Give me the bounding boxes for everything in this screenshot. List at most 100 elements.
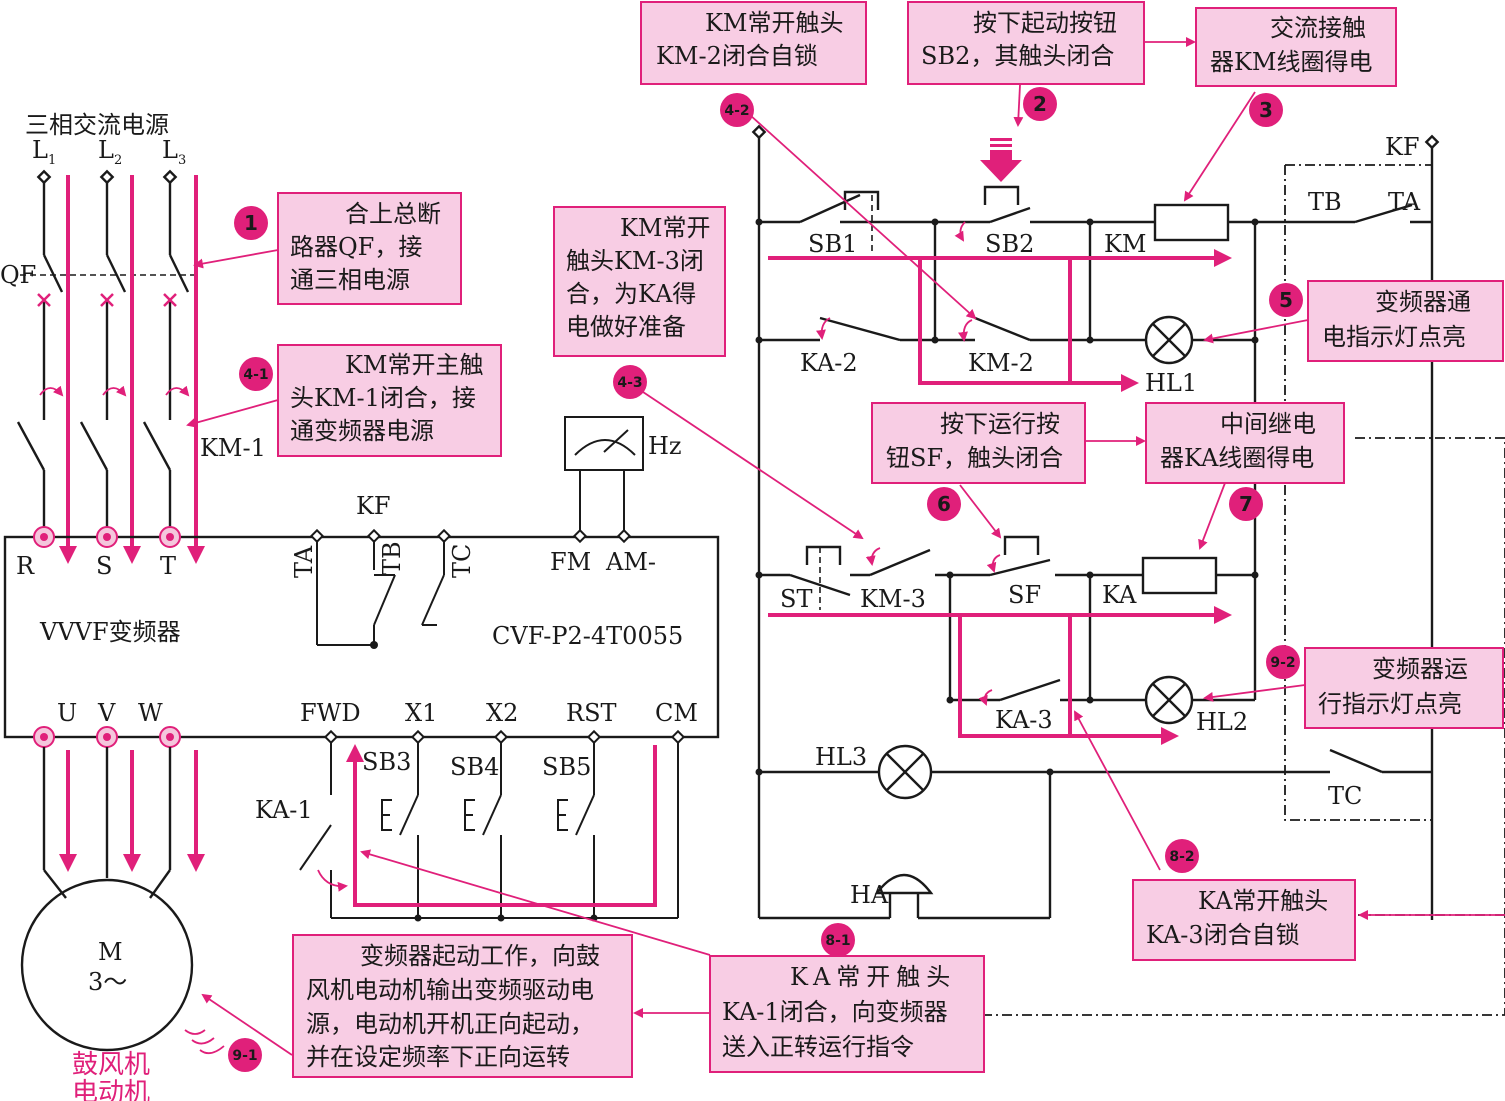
- svg-text:KM常开触头: KM常开触头: [705, 9, 844, 37]
- sb2-label: SB2: [985, 230, 1034, 258]
- svg-text:4-3: 4-3: [617, 375, 642, 391]
- input-terminals: [33, 526, 181, 548]
- svg-text:按下运行按: 按下运行按: [940, 410, 1060, 438]
- step-5: 5: [1269, 283, 1303, 317]
- terminal-s: S: [96, 552, 112, 580]
- svg-text:器KM线圈得电: 器KM线圈得电: [1210, 48, 1373, 76]
- note-8-1: KA常开触头 KA-1闭合，向变频器 送入正转运行指令: [709, 955, 985, 1073]
- terminal-u: U: [57, 699, 77, 727]
- l3-label: L3: [162, 136, 186, 168]
- ka2-label: KA-2: [800, 349, 858, 377]
- tc-label: TC: [1328, 782, 1362, 810]
- step-4-1: 4-1: [239, 357, 273, 391]
- terminal-rst: RST: [566, 699, 617, 727]
- step-9-2: 9-2: [1266, 645, 1300, 679]
- note-2: 按下起动按钮 SB2，其触头闭合: [907, 1, 1145, 85]
- svg-text:并在设定频率下正向运转: 并在设定频率下正向运转: [306, 1043, 570, 1071]
- svg-text:风机电动机输出变频驱动电: 风机电动机输出变频驱动电: [306, 976, 594, 1004]
- svg-text:通变频器电源: 通变频器电源: [290, 417, 434, 445]
- svg-text:KA常开触头: KA常开触头: [790, 963, 956, 991]
- power-title: 三相交流电源: [25, 111, 169, 139]
- svg-text:交流接触: 交流接触: [1270, 14, 1366, 42]
- svg-text:合，为KA得: 合，为KA得: [566, 280, 696, 308]
- hl2-label: HL2: [1196, 708, 1248, 736]
- step-2: 2: [1023, 87, 1057, 121]
- svg-text:5: 5: [1279, 288, 1293, 312]
- motor-phase: 3～: [88, 968, 127, 996]
- terminal-v: V: [97, 699, 116, 727]
- step-6: 6: [927, 487, 961, 521]
- svg-text:中间继电: 中间继电: [1220, 410, 1316, 438]
- svg-text:变频器运: 变频器运: [1372, 655, 1468, 683]
- inverter-block: R S T VVVF变频器 CVF-P2-4T0055 KF TA TB TC: [3, 416, 720, 748]
- step-9-1: 9-1: [228, 1038, 262, 1072]
- terminal-x2: X2: [486, 699, 518, 727]
- svg-text:变频器起动工作，向鼓: 变频器起动工作，向鼓: [360, 942, 600, 970]
- svg-text:KM常开主触: KM常开主触: [345, 351, 484, 379]
- am-label: AM-: [605, 548, 656, 576]
- svg-text:通三相电源: 通三相电源: [290, 266, 410, 294]
- km-coil-label: KM: [1104, 230, 1147, 258]
- svg-text:9-1: 9-1: [232, 1048, 257, 1064]
- svg-text:KA-1闭合，向变频器: KA-1闭合，向变频器: [722, 998, 948, 1026]
- note-4-2: KM常开触头 KM-2闭合自锁: [640, 1, 867, 85]
- power-section: 三相交流电源 L1 L2 L3: [0, 111, 266, 564]
- sb5-label: SB5: [542, 753, 591, 781]
- km3-label: KM-3: [860, 585, 926, 613]
- svg-text:送入正转运行指令: 送入正转运行指令: [722, 1033, 914, 1061]
- ta-label-inverter: TA: [290, 545, 318, 578]
- svg-text:KA常开触头: KA常开触头: [1198, 887, 1328, 915]
- fm-label: FM: [550, 548, 591, 576]
- note-5: 变频器通 电指示灯点亮: [1307, 280, 1504, 362]
- terminal-fwd: FWD: [300, 699, 361, 727]
- tb-label-inverter: TB: [378, 541, 406, 575]
- svg-text:9-2: 9-2: [1270, 655, 1295, 671]
- svg-text:路器QF，接: 路器QF，接: [290, 233, 422, 261]
- svg-text:8-2: 8-2: [1169, 849, 1194, 865]
- svg-text:按下起动按钮: 按下起动按钮: [973, 9, 1117, 37]
- svg-text:8-1: 8-1: [825, 933, 850, 949]
- note-9-2: 变频器运 行指示灯点亮: [1304, 647, 1504, 729]
- step-3: 3: [1249, 93, 1283, 127]
- step-bubbles: 1 4-1 4-2 2 3 4-3 5 6 7 9-2 8-2 8-1 9-1: [228, 87, 1303, 1072]
- svg-text:合上总断: 合上总断: [345, 200, 441, 228]
- note-4-3: KM常开 触头KM-3闭 合，为KA得 电做好准备: [553, 206, 726, 357]
- terminal-t: T: [160, 552, 176, 580]
- ha-label: HA: [850, 881, 889, 909]
- svg-text:4-1: 4-1: [243, 367, 268, 383]
- qf-label: QF: [0, 261, 36, 289]
- motor-name-2: 电动机: [72, 1078, 150, 1101]
- svg-text:2: 2: [1033, 92, 1047, 116]
- ka3-label: KA-3: [995, 706, 1053, 734]
- terminal-cm: CM: [655, 699, 698, 727]
- sb1-label: SB1: [808, 230, 857, 258]
- kf-label-inverter: KF: [356, 492, 391, 520]
- svg-text:KM常开: KM常开: [620, 214, 711, 242]
- svg-text:4-2: 4-2: [724, 103, 749, 119]
- inverter-model: CVF-P2-4T0055: [492, 622, 683, 650]
- svg-text:6: 6: [937, 492, 951, 516]
- sb4-label: SB4: [450, 753, 499, 781]
- note-6: 按下运行按 钮SF，触头闭合: [871, 402, 1086, 484]
- step-8-1: 8-1: [821, 923, 855, 957]
- frequency-meter: [564, 416, 644, 471]
- terminal-x1: X1: [405, 699, 437, 727]
- hl3-label: HL3: [815, 743, 867, 771]
- ka1-label: KA-1: [255, 796, 313, 824]
- svg-text:钮SF，触头闭合: 钮SF，触头闭合: [886, 444, 1063, 472]
- hl1-label: HL1: [1145, 369, 1197, 397]
- note-1: 合上总断 路器QF，接 通三相电源: [277, 192, 462, 305]
- motor-symbol: [20, 878, 194, 1052]
- step-4-3: 4-3: [613, 365, 647, 399]
- note-9-1: 变频器起动工作，向鼓 风机电动机输出变频驱动电 源，电动机开机正向起动， 并在设…: [292, 934, 633, 1078]
- svg-text:行指示灯点亮: 行指示灯点亮: [1318, 690, 1462, 718]
- sf-label: SF: [1008, 581, 1041, 609]
- svg-text:变频器通: 变频器通: [1375, 288, 1471, 316]
- step-4-2: 4-2: [720, 93, 754, 127]
- km1-label: KM-1: [200, 434, 266, 462]
- motor-m: M: [98, 938, 123, 966]
- svg-text:器KA线圈得电: 器KA线圈得电: [1160, 444, 1314, 472]
- ta-label: TA: [1388, 188, 1421, 216]
- note-8-2: KA常开触头 KA-3闭合自锁: [1132, 879, 1356, 961]
- step-8-2: 8-2: [1165, 839, 1199, 873]
